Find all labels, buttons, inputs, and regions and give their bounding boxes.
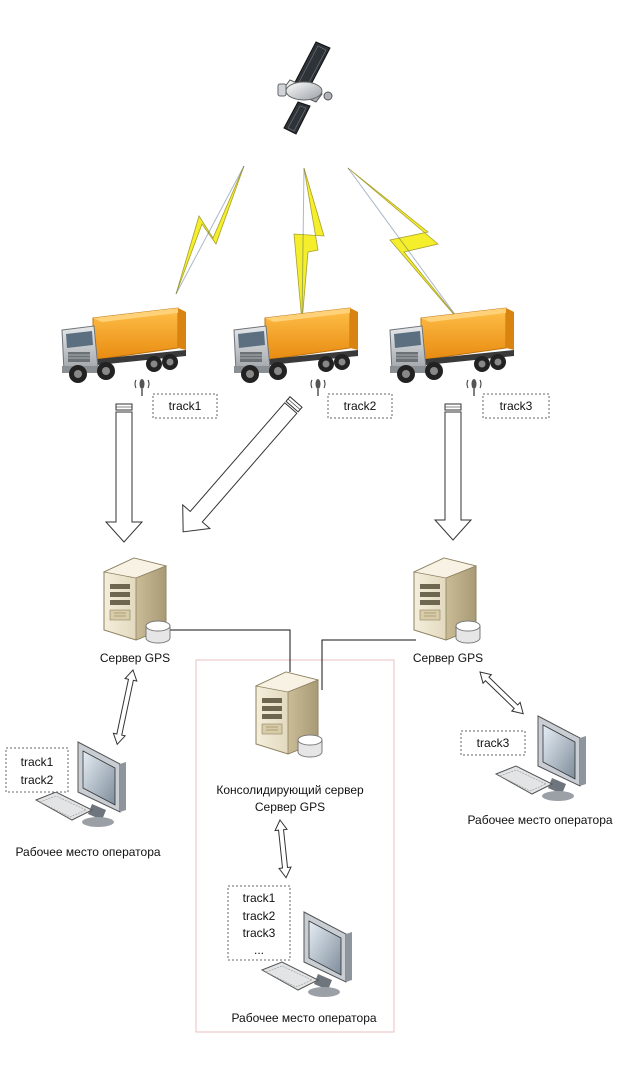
- workstation-tracks-left: track1 track2: [5, 747, 69, 793]
- workstation-tracks-right: track3: [460, 730, 526, 756]
- svg-text:track3: track3: [243, 926, 276, 940]
- server-label-right: Сервер GPS: [413, 651, 483, 665]
- server-icon-left: [103, 557, 171, 644]
- server-icon-right: [413, 557, 481, 644]
- link-left-server-to-consolidating: [166, 629, 291, 672]
- arrow-truck3-to-server: [433, 403, 473, 541]
- workstation-label-right: Рабочее место оператора: [467, 813, 612, 827]
- truck-tag-3: track3: [482, 393, 550, 419]
- svg-text:track2: track2: [21, 773, 54, 787]
- arrow-truck1-to-server: [104, 403, 144, 543]
- svg-text:...: ...: [254, 943, 264, 957]
- satellite-icon: [277, 41, 333, 135]
- truck-tag-1: track1: [152, 393, 218, 419]
- svg-text:track2: track2: [344, 399, 377, 413]
- link-right-server-to-consolidating: [321, 639, 416, 690]
- svg-text:track1: track1: [21, 755, 54, 769]
- server-label-consolidating-1: Консолидирующий сервер: [216, 783, 364, 797]
- truck-icon-2: [233, 307, 359, 384]
- server-label-left: Сервер GPS: [100, 651, 170, 665]
- lightning-bolt-right: [347, 167, 463, 325]
- workstation-tracks-center: track1 track2 track3 ...: [227, 885, 291, 961]
- server-label-consolidating-2: Сервер GPS: [255, 800, 325, 814]
- svg-text:track1: track1: [169, 399, 202, 413]
- consolidation-frame: [195, 659, 395, 1033]
- antenna-icon-1: [134, 378, 150, 397]
- lightning-bolt-middle: [293, 167, 325, 323]
- svg-text:track2: track2: [243, 909, 276, 923]
- truck-icon-1: [61, 307, 187, 384]
- workstation-label-left: Рабочее место оператора: [15, 845, 160, 859]
- server-icon-consolidating: [255, 671, 323, 758]
- truck-tag-2: track2: [327, 393, 393, 419]
- svg-text:track3: track3: [500, 399, 533, 413]
- svg-text:track3: track3: [477, 736, 510, 750]
- arrow-right-server-workstation: [479, 671, 524, 715]
- arrow-left-server-workstation: [112, 669, 138, 746]
- arrow-center-server-workstation: [274, 819, 292, 879]
- svg-text:track1: track1: [243, 891, 276, 905]
- antenna-icon-3: [466, 378, 482, 397]
- arrow-truck2-to-server: [182, 396, 303, 533]
- antenna-icon-2: [310, 378, 326, 397]
- workstation-icon-right: [495, 715, 587, 802]
- truck-icon-3: [389, 307, 515, 384]
- lightning-bolt-left: [175, 165, 245, 295]
- workstation-label-center: Рабочее место оператора: [231, 1011, 376, 1025]
